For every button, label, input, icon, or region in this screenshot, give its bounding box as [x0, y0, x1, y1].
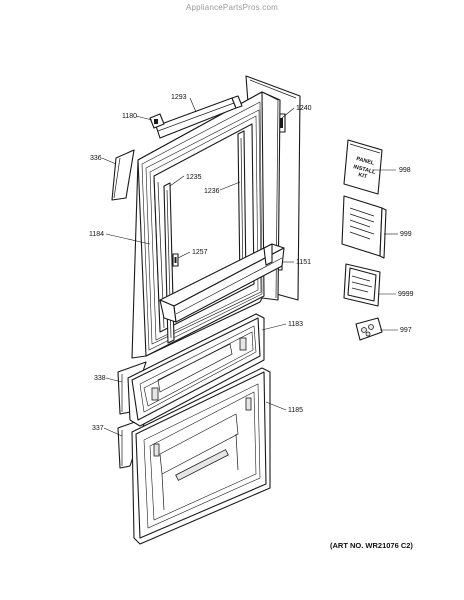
label-999: 999: [400, 231, 412, 238]
label-997: 997: [400, 327, 412, 334]
site-watermark: AppliancePartsPros.com: [186, 3, 278, 12]
hardware-bag-997[interactable]: [355, 317, 383, 341]
kit-text-line1: PANEL: [355, 156, 375, 167]
booklet-9999[interactable]: [343, 263, 381, 307]
side-trim-336[interactable]: [111, 149, 135, 201]
leader-lines: [101, 97, 398, 437]
manual-999[interactable]: [341, 195, 387, 259]
kit-text-line2: INSTALL: [352, 164, 376, 176]
top-cap-1293[interactable]: [155, 95, 243, 139]
label-1185: 1185: [288, 407, 303, 414]
clip-1180[interactable]: [149, 113, 165, 129]
label-337: 337: [92, 425, 104, 432]
label-1257: 1257: [192, 249, 208, 256]
label-1183: 1183: [288, 321, 303, 328]
drawer-front-1185[interactable]: [131, 367, 271, 545]
clip-1257[interactable]: [172, 253, 179, 267]
label-336: 336: [90, 155, 102, 162]
label-1184: 1184: [89, 231, 104, 238]
label-1236: 1236: [204, 188, 220, 195]
label-1293: 1293: [171, 94, 187, 101]
art-number-caption: (ART NO. WR21076 C2): [330, 541, 413, 550]
label-1235: 1235: [186, 174, 202, 181]
kit-text-line3: KIT: [357, 172, 368, 180]
label-9999: 9999: [398, 291, 414, 298]
label-1151: 1151: [296, 259, 311, 266]
label-1180: 1180: [122, 113, 137, 120]
drawer-front-1183[interactable]: [127, 313, 265, 427]
label-998: 998: [399, 167, 411, 174]
label-1240: 1240: [296, 105, 312, 112]
label-338: 338: [94, 375, 106, 382]
door-bin-1151[interactable]: [159, 243, 285, 323]
panel-install-kit-998[interactable]: PANEL INSTALL KIT: [343, 139, 383, 195]
